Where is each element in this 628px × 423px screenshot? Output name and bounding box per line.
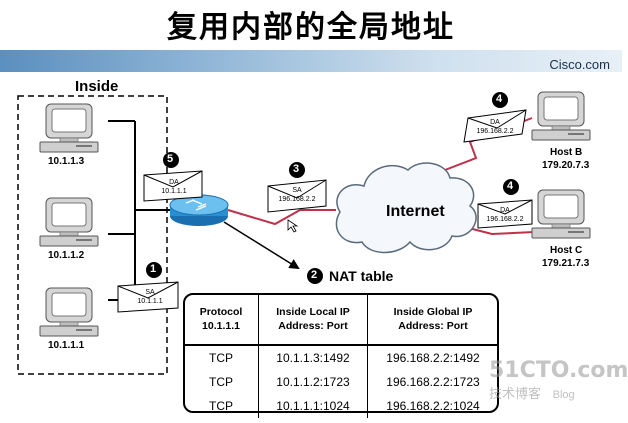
packet-address: 196.168.2.2 bbox=[278, 196, 316, 203]
host-b-name: Host B bbox=[550, 147, 583, 158]
nat-arrow bbox=[223, 221, 300, 270]
watermark: 51CTO.com 技术博客 Blog bbox=[489, 358, 628, 402]
step-number: 1 bbox=[150, 263, 157, 275]
packet-label: DA 196.168.2.2 bbox=[478, 206, 532, 224]
packet-label: DA 196.168.2.2 bbox=[466, 118, 524, 136]
packet-label: SA 196.168.2.2 bbox=[268, 186, 326, 204]
packet-field: DA bbox=[490, 119, 500, 126]
watermark-logo: 51CTO.com bbox=[489, 358, 628, 383]
pc-icon bbox=[39, 197, 99, 247]
nat-table-label: NAT table bbox=[329, 268, 394, 284]
packets bbox=[117, 109, 533, 313]
step-number: 4 bbox=[507, 180, 514, 192]
packet-address: 10.1.1.1 bbox=[161, 188, 187, 195]
host-ip-label: 10.1.1.3 bbox=[48, 156, 85, 167]
host-b-ip: 179.20.7.3 bbox=[542, 160, 590, 171]
packet-field: SA bbox=[292, 187, 302, 194]
brand-label: Cisco.com bbox=[549, 57, 610, 72]
watermark-sub: 技术博客 Blog bbox=[489, 386, 575, 401]
router-internet-link bbox=[227, 209, 336, 226]
host-c-name: Host C bbox=[550, 245, 583, 256]
router-icon bbox=[169, 194, 229, 226]
internet-cloud bbox=[335, 162, 477, 254]
pc-icon bbox=[39, 287, 99, 337]
cursor-icon bbox=[287, 219, 299, 233]
table-row: TCP 10.1.1.1:1024 196.168.2.2:1024 bbox=[184, 394, 498, 418]
host-ip-label: 10.1.1.2 bbox=[48, 250, 85, 261]
packet-address: 10.1.1.1 bbox=[137, 298, 163, 305]
inside-label: Inside bbox=[75, 78, 119, 95]
header-inside-global: Inside Global IP Address: Port bbox=[367, 294, 498, 346]
packet-address: 196.168.2.2 bbox=[476, 128, 514, 135]
pc-icon bbox=[531, 91, 591, 141]
packet-label: DA 10.1.1.1 bbox=[146, 178, 202, 196]
step-number: 2 bbox=[311, 269, 318, 281]
packet-field: SA bbox=[145, 289, 155, 296]
pc-icon bbox=[39, 103, 99, 153]
step-markers bbox=[146, 92, 519, 284]
header-inside-local: Inside Local IP Address: Port bbox=[258, 294, 368, 346]
packet-field: DA bbox=[169, 179, 179, 186]
header-protocol: Protocol 10.1.1.1 bbox=[184, 294, 259, 346]
host-ip-label: 10.1.1.1 bbox=[48, 340, 85, 351]
host-c-ip: 179.21.7.3 bbox=[542, 258, 590, 269]
table-row: TCP 10.1.1.3:1492 196.168.2.2:1492 bbox=[184, 345, 498, 370]
page-title: 复用内部的全局地址 bbox=[167, 10, 455, 45]
inside-boundary bbox=[17, 95, 168, 375]
packet-field: DA bbox=[500, 207, 510, 214]
internet-label: Internet bbox=[386, 203, 445, 220]
nat-table: Protocol 10.1.1.1 Inside Local IP Addres… bbox=[184, 294, 498, 418]
packet-label: SA 10.1.1.1 bbox=[122, 288, 178, 306]
pc-icon bbox=[531, 189, 591, 239]
step-number: 5 bbox=[167, 153, 174, 165]
header-band bbox=[0, 50, 622, 72]
packet-address: 196.168.2.2 bbox=[486, 216, 524, 223]
table-row: TCP 10.1.1.2:1723 196.168.2.2:1723 bbox=[184, 370, 498, 394]
step-number: 3 bbox=[293, 163, 300, 175]
step-number: 4 bbox=[496, 93, 503, 105]
